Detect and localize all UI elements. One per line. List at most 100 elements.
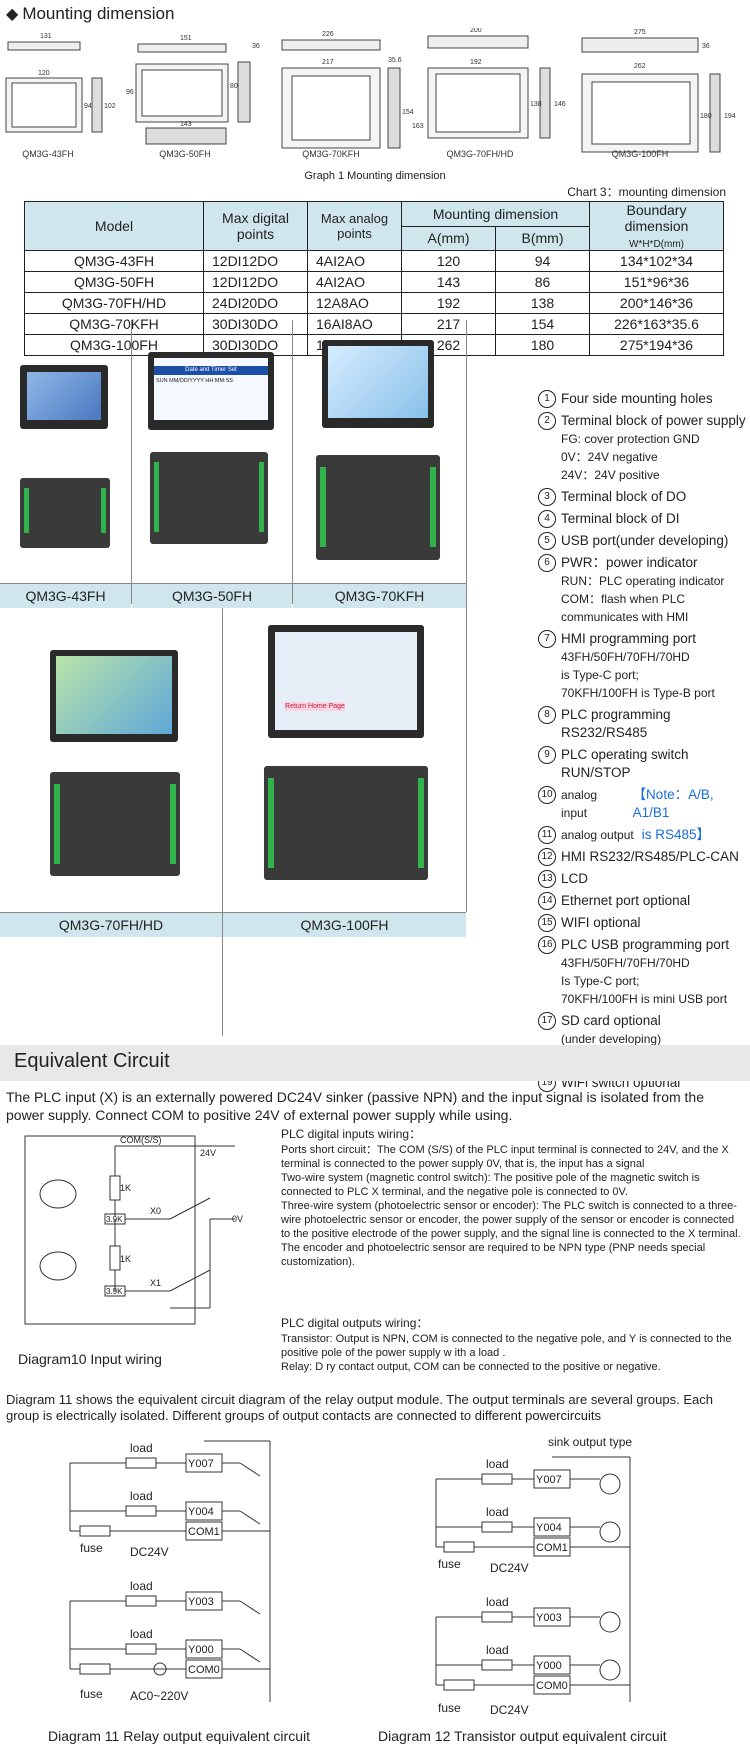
table-cell: 120	[401, 250, 496, 272]
legend-number: 3	[538, 488, 556, 506]
table-cell: 12DI12DO	[203, 250, 308, 272]
plc-43-back	[20, 478, 110, 548]
panel-label-50: QM3G-50FH	[132, 583, 292, 608]
legend-line: HMI RS232/RS485/PLC-CAN	[561, 849, 739, 864]
legend-line: WIFI optional	[561, 915, 641, 930]
inputs-p1: Ports short circuit：The COM (S/S) of the…	[281, 1144, 729, 1170]
table-cell: 134*102*34	[589, 250, 724, 272]
d10-1k-b: 1K	[120, 1254, 131, 1264]
panel-label-70: QM3G-70FH/HD	[0, 912, 222, 937]
d11-load1: load	[130, 1441, 153, 1455]
legend-text: Ethernet port optional	[561, 892, 690, 910]
mounting-drawings: 131 120 94 102 151 143 96 80 36 226 217 …	[5, 28, 736, 153]
dim-70k-h: 163	[412, 123, 424, 130]
d12-y000: Y000	[536, 1660, 562, 1672]
d10-x1: X1	[150, 1278, 161, 1288]
dim-70-h: 146	[554, 101, 566, 108]
s50-line: SUN MM/DD/YYYY HH:MM:SS	[156, 378, 233, 384]
dim-50-h: 96	[126, 89, 134, 96]
dim-50-d: 36	[252, 43, 260, 50]
s50-head: Date and Timer Set	[154, 366, 268, 375]
table-cell: 275*194*36	[589, 334, 724, 356]
legend-line: PWR：power indicator	[561, 555, 698, 570]
legend-number: 12	[538, 848, 556, 866]
legend-number: 11	[538, 826, 556, 844]
dim-70k-d: 35.6	[388, 57, 402, 64]
d11-fuse1: fuse	[80, 1541, 103, 1555]
legend-line: 0V：24V negative	[561, 450, 658, 464]
table-cell: 143	[401, 271, 496, 293]
d12-title: sink output type	[548, 1435, 633, 1449]
hmi-70-front	[50, 650, 178, 742]
table-cell: 30DI30DO	[203, 334, 308, 356]
d11-ac: AC0~220V	[130, 1689, 188, 1703]
legend-text: SD card optional(under developing)	[561, 1012, 661, 1048]
outputs-block: PLC digital outputs wiring： Transistor: …	[281, 1316, 746, 1374]
legend-note: is RS485】	[641, 827, 711, 842]
th-a: A(mm)	[401, 225, 496, 251]
legend-line: 70KFH/100FH is Type-B port	[561, 686, 715, 700]
legend-text: WIFI optional	[561, 914, 641, 932]
th-whd: W*H*D(mm)	[629, 239, 684, 250]
diagram-10: COM(S/S) 24V 1K 3.9K X0 0V 1K 3.9K X1	[24, 1135, 243, 1325]
panel-label-70k: QM3G-70KFH	[293, 583, 466, 608]
legend-line: Is Type-C port;	[561, 974, 640, 988]
inputs-p2: Two-wire system (magnetic control switch…	[281, 1172, 700, 1198]
dim-43-b: 94	[84, 103, 92, 110]
dim-70k-b: 154	[402, 109, 414, 116]
legend-text: PLC programming RS232/RS485	[561, 706, 750, 742]
dim-100-w: 275	[634, 29, 646, 36]
d10-0v: 0V	[232, 1214, 243, 1224]
table-cell: 4AI2AO	[307, 271, 402, 293]
legend-number: 2	[538, 412, 556, 430]
d11-load4: load	[130, 1627, 153, 1641]
d11-caption: Diagram 11 Relay output equivalent circu…	[48, 1728, 310, 1744]
device-label-43: QM3G-43FH	[22, 149, 74, 159]
d12-caption: Diagram 12 Transistor output equivalent …	[378, 1728, 667, 1744]
legend-line: 43FH/50FH/70FH/70HD	[561, 956, 690, 970]
d12-dc24a: DC24V	[490, 1561, 529, 1575]
d10-1k-a: 1K	[120, 1183, 131, 1193]
inputs-p3: Three-wire system (photoelectric sensor …	[281, 1200, 741, 1268]
legend-number: 4	[538, 510, 556, 528]
d11-load2: load	[130, 1489, 153, 1503]
legend-line: Terminal block of DI	[561, 511, 680, 526]
d11-com1: COM1	[188, 1526, 220, 1538]
device-label-50: QM3G-50FH	[159, 149, 211, 159]
d11-com0: COM0	[188, 1664, 220, 1676]
spec-table: Model Max digital points Max analog poin…	[24, 201, 724, 356]
dim-70k-a: 217	[322, 59, 334, 66]
d11-y007: Y007	[188, 1458, 214, 1470]
table-cell: 24DI20DO	[203, 292, 308, 314]
legend-text: HMI RS232/RS485/PLC-CAN	[561, 848, 739, 866]
legend-number: 7	[538, 630, 556, 648]
legend-line: is Type-C port;	[561, 668, 639, 682]
d11-y004: Y004	[188, 1506, 214, 1518]
d12-load1: load	[486, 1457, 509, 1471]
th-boundary: Boundary dimension W*H*D(mm)	[589, 201, 724, 251]
divider	[131, 320, 132, 604]
table-cell: 200*146*36	[589, 292, 724, 314]
legend-line: Ethernet port optional	[561, 893, 691, 908]
hmi-50-front: Date and Timer Set SUN MM/DD/YYYY HH:MM:…	[148, 352, 274, 430]
legend-line: USB port(under developing)	[561, 533, 729, 548]
legend-number: 14	[538, 892, 556, 910]
d11-dc24: DC24V	[130, 1545, 169, 1559]
legend-number: 1	[538, 390, 556, 408]
dim-100-a: 262	[634, 63, 646, 70]
dim-50-w: 151	[180, 35, 192, 42]
table-cell: QM3G-100FH	[24, 334, 204, 356]
th-model: Model	[24, 201, 204, 251]
d12-load3: load	[486, 1595, 509, 1609]
dim-43-h: 102	[104, 103, 116, 110]
d12-load2: load	[486, 1505, 509, 1519]
